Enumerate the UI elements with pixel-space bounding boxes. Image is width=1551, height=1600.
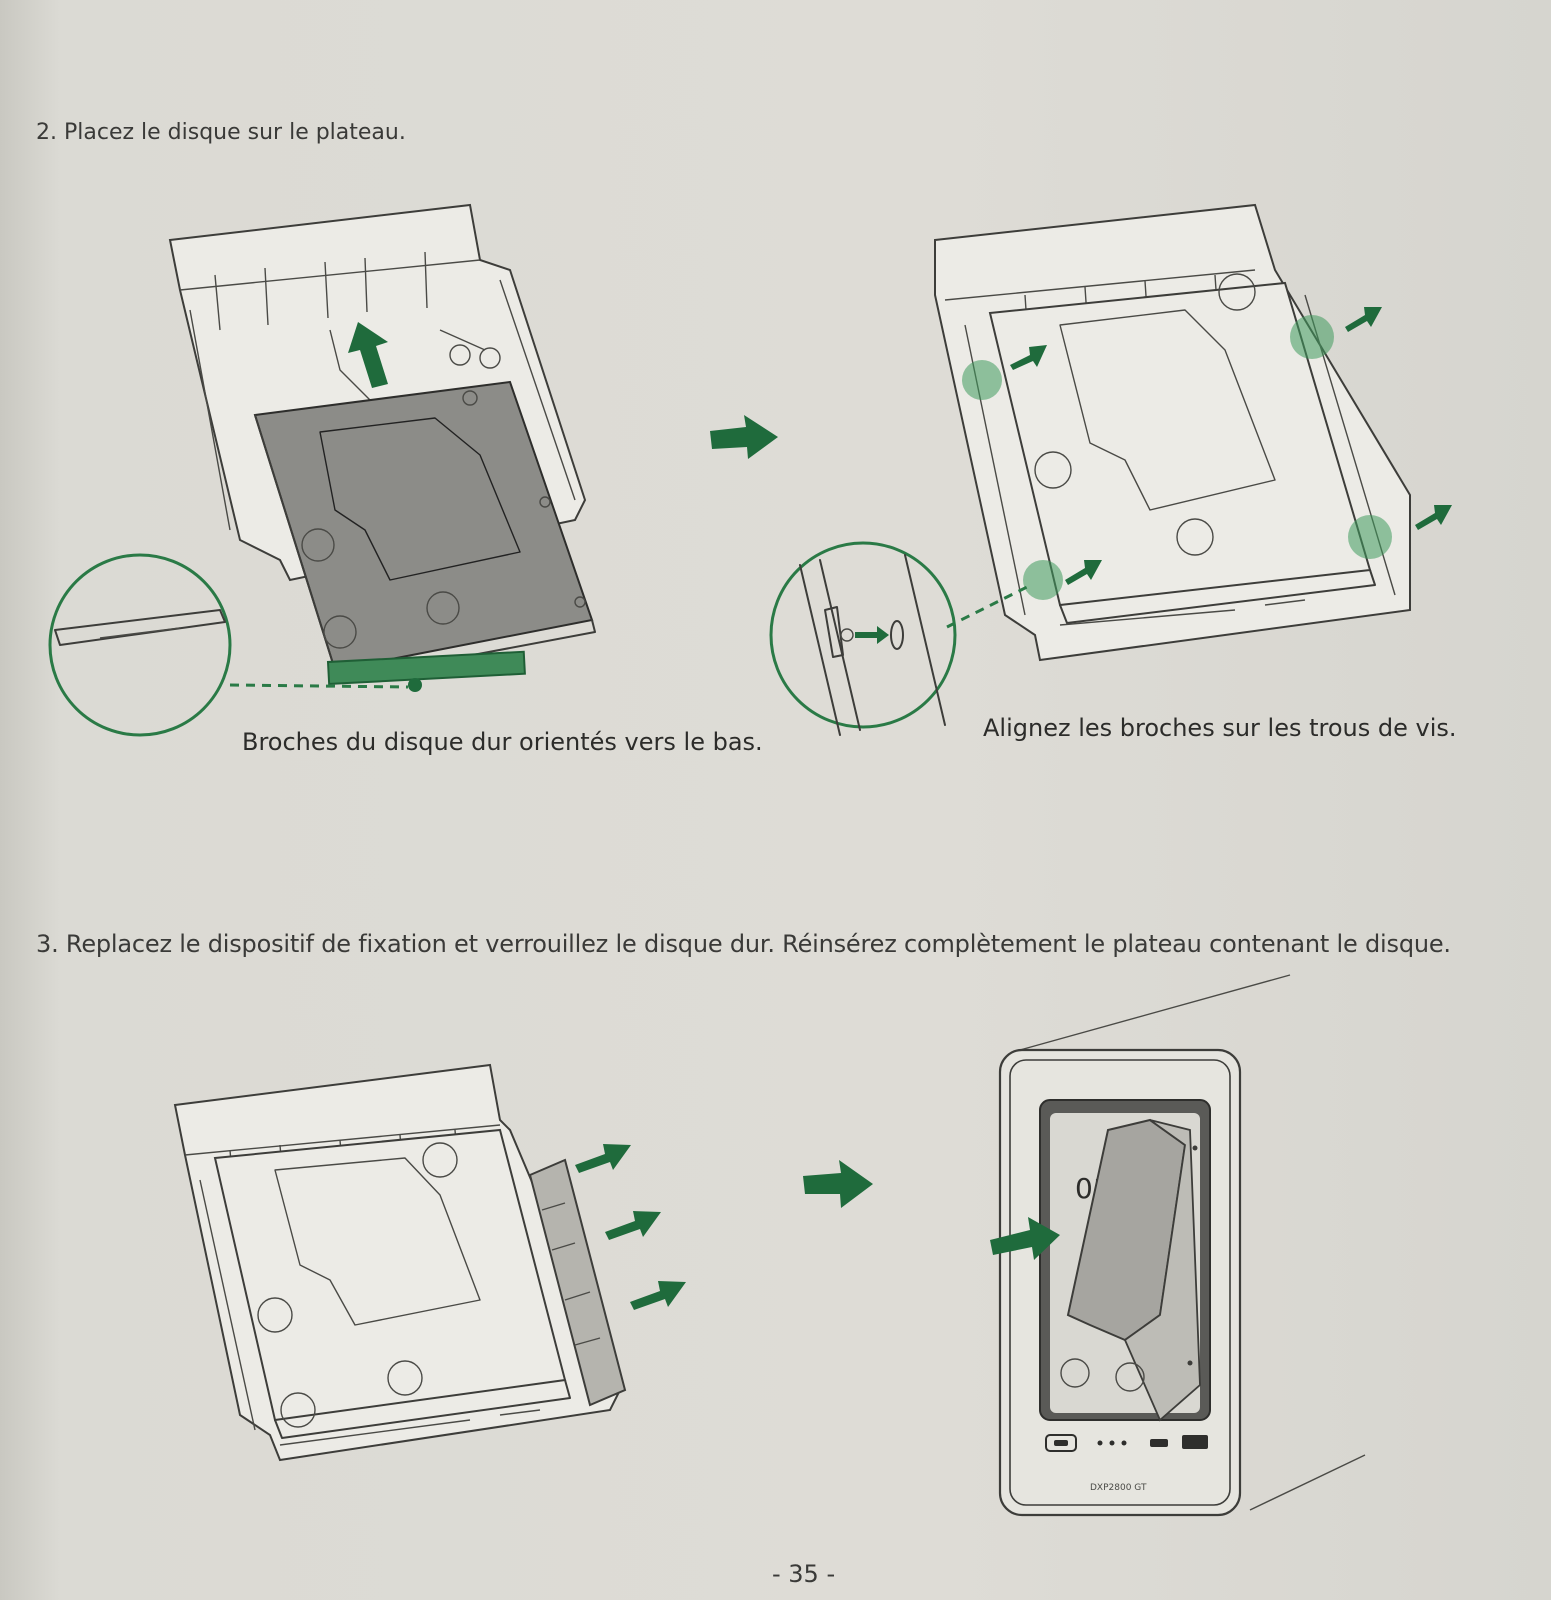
caption-align-pins: Alignez les broches sur les trous de vis… (983, 714, 1457, 742)
step-3-title: 3. Replacez le dispositif de fixation et… (36, 930, 1451, 958)
step-2-title: 2. Placez le disque sur le plateau. (36, 120, 406, 145)
magnifier-callout-icon (48, 553, 232, 737)
device-model: DXP2800 GT (1090, 1483, 1147, 1493)
illustration-align-pins (769, 203, 1452, 736)
arrow-right-icon (710, 415, 778, 459)
arrow-up-icon (348, 322, 388, 388)
magnifier-callout-icon (769, 541, 957, 729)
arrow-right-icon (803, 1160, 873, 1208)
illustration-insert-tray-nas: 01 02 DXP2800 GT (990, 974, 1366, 1517)
illustration-lock-disk (173, 1063, 686, 1462)
illustration-disk-on-tray (48, 203, 596, 737)
caption-pins-down: Broches du disque dur orientés vers le b… (242, 728, 763, 756)
page-number: - 35 - (772, 1560, 836, 1588)
